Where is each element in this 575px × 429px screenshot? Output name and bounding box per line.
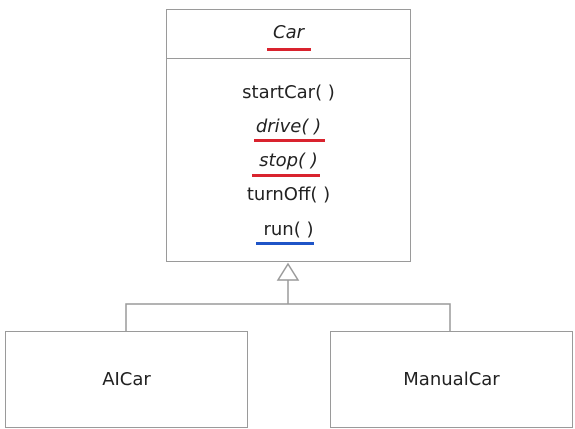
car-class-header: Car [167, 10, 410, 59]
aicar-class-box: AICar [5, 331, 248, 428]
aicar-class-name: AICar [102, 369, 151, 390]
method-turnoff: turnOff( ) [246, 184, 331, 205]
abstract-method-underline-stop [252, 174, 320, 177]
method-run: run( ) [263, 219, 314, 240]
car-class-name: Car [273, 22, 304, 43]
inheritance-branch-line [125, 303, 451, 331]
abstract-class-underline [267, 48, 311, 51]
method-drive: drive( ) [255, 116, 322, 137]
inheritance-arrowhead-icon [276, 262, 300, 281]
car-class-box: Car startCar( ) drive( ) stop( ) turnOff… [166, 9, 411, 262]
method-stop: stop( ) [259, 150, 318, 171]
method-startcar: startCar( ) [242, 82, 335, 103]
manualcar-class-name: ManualCar [403, 369, 500, 390]
manualcar-class-box: ManualCar [330, 331, 573, 428]
template-method-underline-run [256, 242, 314, 245]
abstract-method-underline-drive [254, 139, 325, 142]
